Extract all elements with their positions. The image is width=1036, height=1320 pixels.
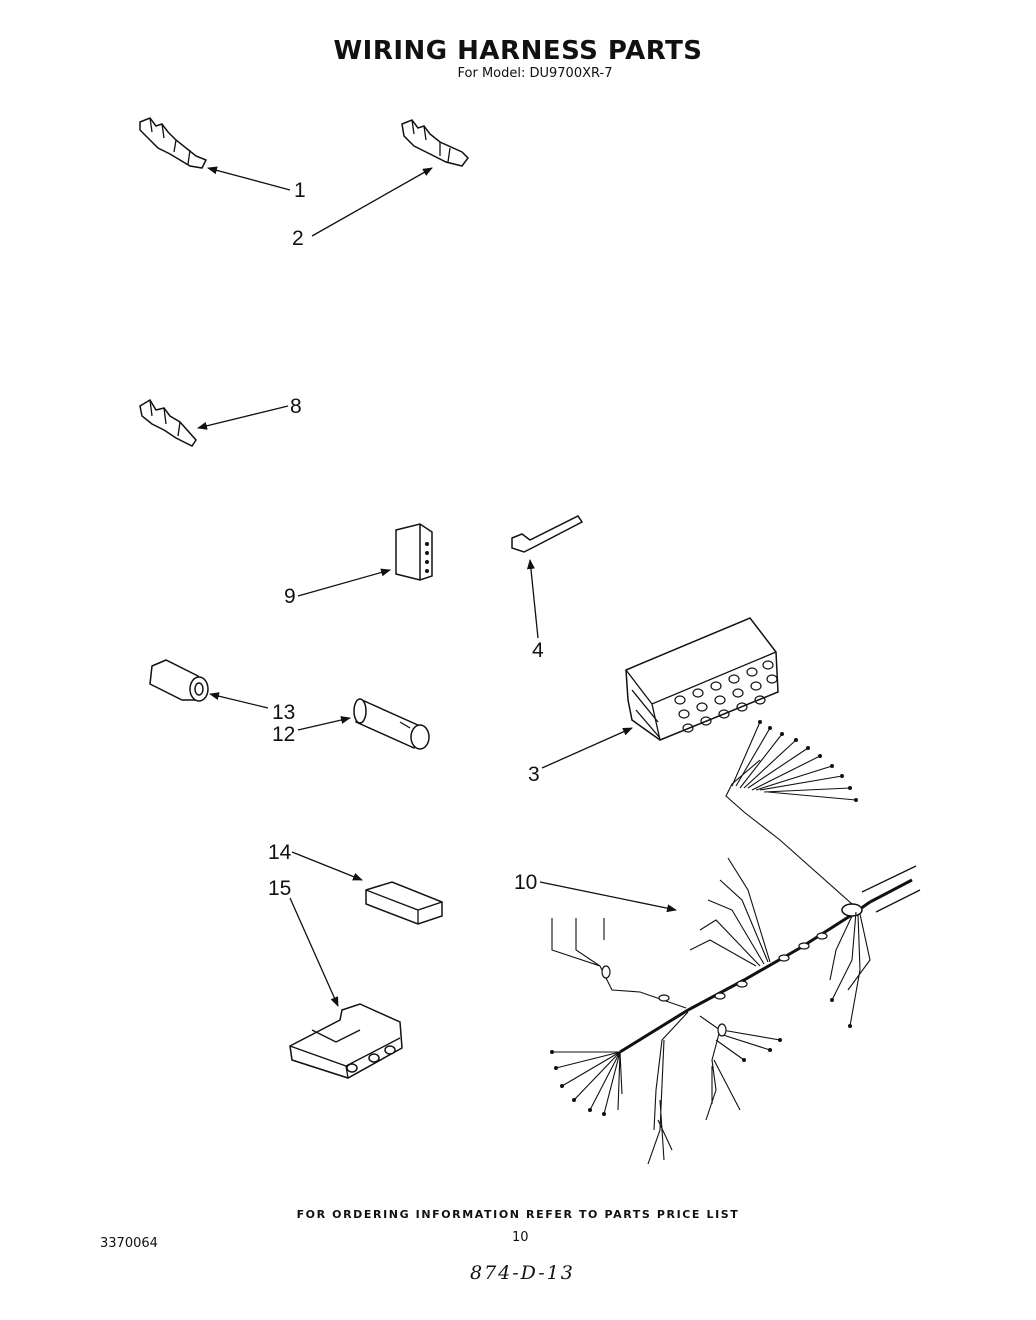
- callout-10: 10: [514, 871, 538, 894]
- model-subtitle: For Model: DU9700XR-7: [457, 66, 613, 81]
- part-4-cable-tie: [511, 515, 584, 553]
- callout-8: 8: [290, 395, 302, 418]
- part-2-terminal: [401, 119, 469, 167]
- part-15-terminal-block: [289, 1003, 403, 1079]
- part-1-terminal: [139, 117, 208, 169]
- page-number: 10: [512, 1230, 529, 1245]
- callout-1: 1: [294, 179, 306, 202]
- part-10-wiring-harness: [550, 720, 921, 1165]
- callout-14: 14: [268, 841, 292, 864]
- part-13-bushing: [149, 659, 209, 702]
- part-8-terminal: [139, 398, 197, 447]
- callout-4: 4: [532, 639, 544, 662]
- callout-3: 3: [528, 763, 540, 786]
- part-3-connector-block: [625, 617, 779, 741]
- part-12-sleeve: [353, 698, 430, 750]
- callout-9: 9: [284, 585, 296, 608]
- callout-12: 12: [272, 723, 296, 746]
- leader-lines: [197, 166, 677, 1007]
- part-14-clip: [365, 881, 443, 925]
- callout-15: 15: [268, 877, 292, 900]
- ordering-note: FOR ORDERING INFORMATION REFER TO PARTS …: [296, 1208, 740, 1221]
- document-number: 3370064: [100, 1236, 158, 1251]
- part-9-connector: [395, 523, 433, 581]
- page-title: WIRING HARNESS PARTS: [333, 36, 703, 66]
- handwritten-note: 874-D-13: [470, 1262, 575, 1284]
- callout-13: 13: [272, 701, 296, 724]
- callout-2: 2: [292, 227, 304, 250]
